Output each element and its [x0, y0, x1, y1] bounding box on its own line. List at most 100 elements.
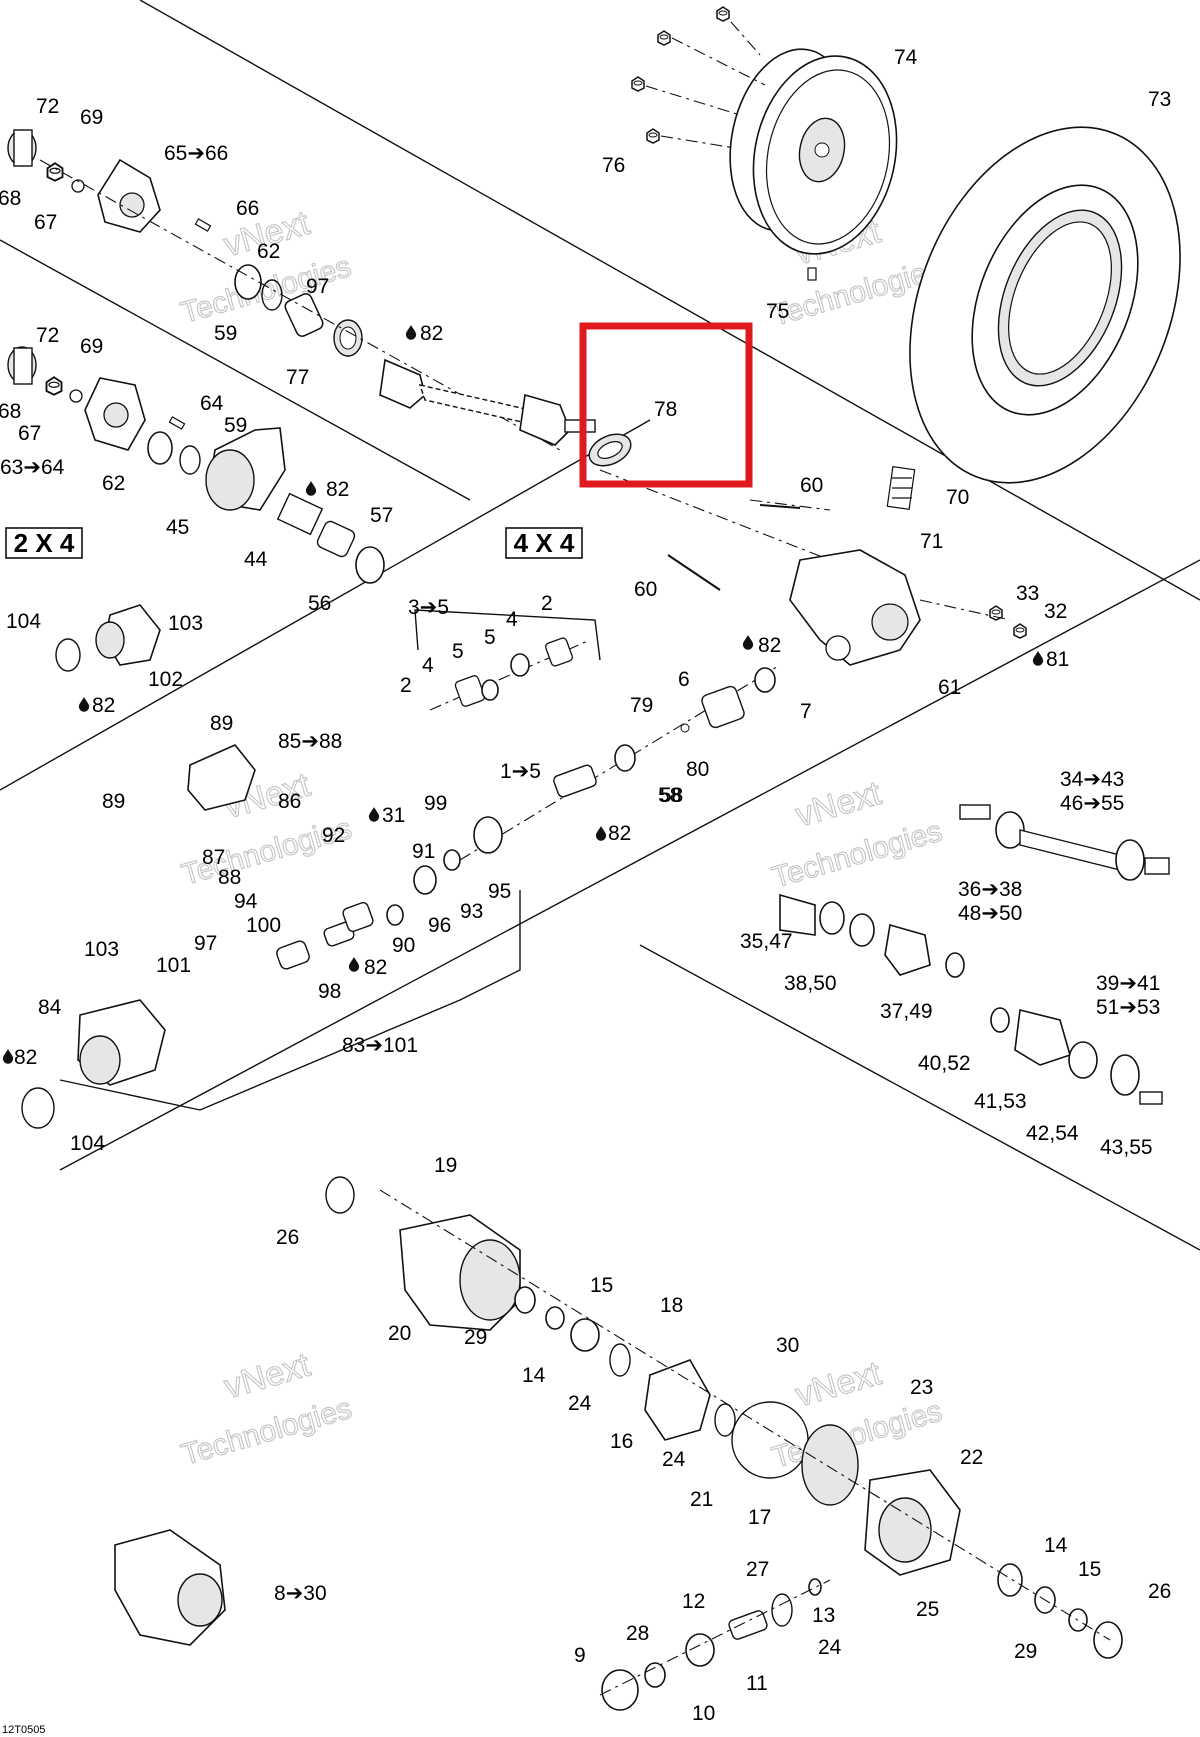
callout[interactable]: 37,49	[880, 1000, 933, 1023]
callout[interactable]: 71	[920, 530, 943, 553]
callout[interactable]: 82	[326, 478, 349, 501]
wheel-nuts-76[interactable]	[631, 6, 766, 149]
callout[interactable]: 35,47	[740, 930, 793, 953]
callout[interactable]: 72	[36, 324, 59, 347]
callout[interactable]: 89	[210, 712, 233, 735]
callout[interactable]: 73	[1148, 88, 1171, 111]
tire-73[interactable]	[860, 87, 1200, 524]
callout[interactable]: 90	[392, 934, 415, 957]
half-shaft-assembly[interactable]	[779, 804, 1170, 1105]
callout[interactable]: 14	[522, 1364, 546, 1387]
callout[interactable]: 27	[746, 1558, 769, 1581]
callout[interactable]: 11	[746, 1672, 768, 1695]
callout[interactable]: 88	[218, 866, 241, 889]
callout[interactable]: 64	[200, 392, 224, 415]
callout[interactable]: 82	[92, 694, 115, 717]
callout[interactable]: 29	[1014, 1640, 1037, 1663]
callout[interactable]: 93	[460, 900, 483, 923]
callout[interactable]: 51➔53	[1096, 996, 1160, 1019]
hub-assembly-2x4-upper[interactable]	[7, 129, 561, 451]
callout[interactable]: 8➔30	[274, 1582, 327, 1605]
callout[interactable]: 62	[102, 472, 125, 495]
callout[interactable]: 29	[464, 1326, 487, 1349]
axle-housing-2x4-lower[interactable]	[21, 604, 521, 1129]
callout[interactable]: 82	[758, 634, 781, 657]
callout[interactable]: 69	[80, 106, 103, 129]
callout[interactable]: 13	[812, 1604, 835, 1627]
axle-4x4-components[interactable]	[414, 609, 781, 861]
callout[interactable]: 15	[1078, 1558, 1101, 1581]
callout[interactable]: 66	[236, 197, 259, 220]
callout[interactable]: 1➔5	[500, 760, 541, 783]
callout[interactable]: 76	[602, 154, 625, 177]
callout[interactable]: 4	[506, 608, 518, 631]
callout[interactable]: 59	[214, 322, 237, 345]
callout[interactable]: 24	[662, 1448, 686, 1471]
callout[interactable]: 16	[610, 1430, 633, 1453]
callout[interactable]: 56	[308, 592, 331, 615]
callout[interactable]: 75	[766, 300, 789, 323]
callout[interactable]: 101	[156, 954, 191, 977]
callout[interactable]: 62	[257, 240, 280, 263]
callout[interactable]: 72	[36, 95, 59, 118]
callout[interactable]: 97	[194, 932, 217, 955]
callout[interactable]: 80	[686, 758, 709, 781]
callout[interactable]: 12	[682, 1590, 705, 1613]
callout[interactable]: 81	[1046, 648, 1069, 671]
callout[interactable]: 87	[202, 846, 225, 869]
callout[interactable]: 14	[1044, 1534, 1068, 1557]
callout[interactable]: 65➔66	[164, 142, 228, 165]
callout[interactable]: 57	[370, 504, 393, 527]
callout[interactable]: 23	[910, 1376, 933, 1399]
callout[interactable]: 42,54	[1026, 1122, 1079, 1145]
callout[interactable]: 61	[938, 676, 961, 699]
callout[interactable]: 48➔50	[958, 902, 1022, 925]
callout[interactable]: 67	[18, 422, 41, 445]
callout[interactable]: 102	[148, 668, 183, 691]
rim-74[interactable]	[714, 38, 914, 267]
callout[interactable]: 20	[388, 1322, 411, 1345]
valve-stem-75[interactable]	[807, 267, 817, 281]
callout[interactable]: 39➔41	[1096, 972, 1160, 995]
callout[interactable]: 68	[0, 187, 21, 210]
callout[interactable]: 83➔101	[342, 1034, 418, 1057]
callout[interactable]: 85➔88	[278, 730, 342, 753]
callout[interactable]: 82	[420, 322, 443, 345]
callout[interactable]: 31	[382, 804, 405, 827]
callout[interactable]: 18	[660, 1294, 683, 1317]
callout[interactable]: 70	[946, 486, 969, 509]
callout[interactable]: 82	[364, 956, 387, 979]
callout[interactable]: 97	[306, 275, 329, 298]
callout[interactable]: 36➔38	[958, 878, 1022, 901]
callout[interactable]: 44	[244, 548, 268, 571]
callout[interactable]: 96	[428, 914, 451, 937]
callout[interactable]: 69	[80, 335, 103, 358]
callout[interactable]: 30	[776, 1334, 799, 1357]
front-differential[interactable]	[599, 465, 1027, 666]
callout[interactable]: 58	[660, 784, 683, 807]
callout[interactable]: 79	[630, 694, 653, 717]
callout[interactable]: 100	[246, 914, 281, 937]
callout[interactable]: 82	[14, 1046, 37, 1069]
callout[interactable]: 40,52	[918, 1052, 971, 1075]
rear-differential-housing-20[interactable]	[114, 1176, 1123, 1711]
callout[interactable]: 86	[278, 790, 301, 813]
callout[interactable]: 95	[488, 880, 511, 903]
callout[interactable]: 84	[38, 996, 62, 1019]
callout[interactable]: 99	[424, 792, 447, 815]
callout[interactable]: 26	[1148, 1580, 1171, 1603]
callout[interactable]: 58	[658, 784, 681, 807]
callout[interactable]: 9	[574, 1644, 586, 1667]
callout[interactable]: 46➔55	[1060, 792, 1124, 815]
callout[interactable]: 15	[590, 1274, 613, 1297]
callout[interactable]: 4	[422, 654, 434, 677]
callout[interactable]: 24	[818, 1636, 842, 1659]
callout[interactable]: 74	[894, 46, 918, 69]
callout[interactable]: 24	[568, 1392, 592, 1415]
drive-shaft[interactable]	[379, 358, 596, 446]
callout[interactable]: 7	[800, 700, 812, 723]
callout[interactable]: 60	[634, 578, 657, 601]
callout[interactable]: 59	[224, 414, 247, 437]
callout[interactable]: 2	[400, 674, 412, 697]
callout[interactable]: 38,50	[784, 972, 837, 995]
